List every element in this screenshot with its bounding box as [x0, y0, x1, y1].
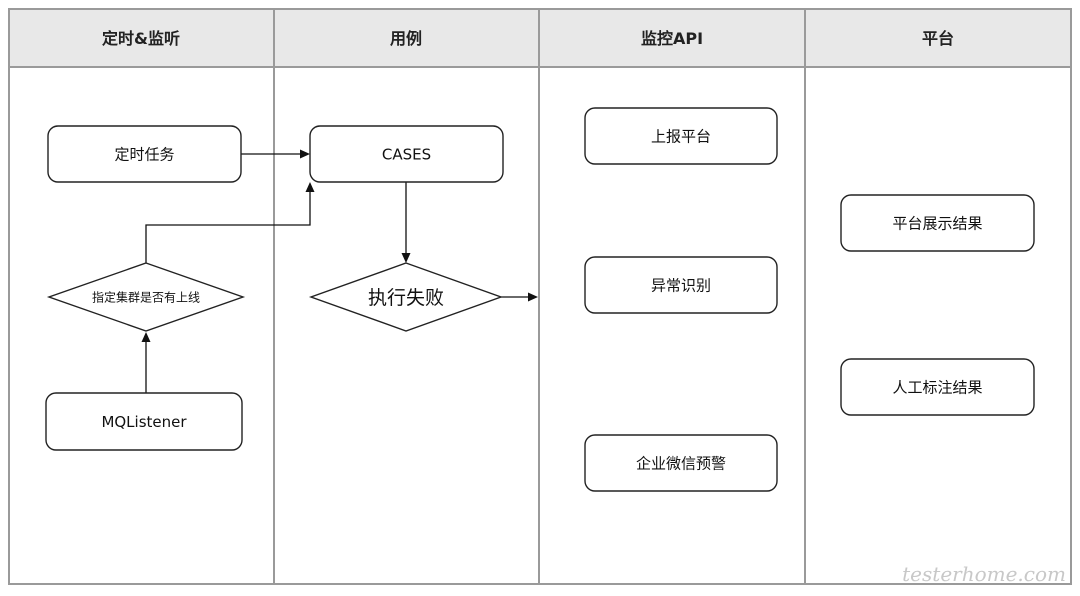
diagram-border — [8, 8, 1072, 585]
arrowhead-failed-to-monitor — [528, 292, 538, 302]
edges — [141, 149, 538, 393]
arrowhead-cases-to-failed — [401, 253, 411, 263]
report-platform-box — [584, 107, 778, 165]
arrowhead-cluster-to-cases — [305, 182, 315, 192]
platform-display-box — [840, 194, 1035, 252]
platform-display-label: 平台展示结果 — [892, 215, 982, 233]
cluster-check-label: 指定集群是否有上线 — [92, 290, 200, 305]
lane-title-cases: 用例 — [390, 29, 422, 48]
edge-cluster-to-cases — [145, 189, 311, 263]
cluster-check-diamond — [46, 262, 246, 332]
anomaly-detection-box — [584, 256, 778, 314]
cases-box — [309, 125, 504, 183]
report-platform-label: 上报平台 — [651, 128, 711, 146]
node-manual-annotation: 人工标注结果 — [840, 358, 1035, 416]
execution-failed-label: 执行失败 — [368, 287, 444, 309]
wecom-alert-label: 企业微信预警 — [636, 455, 726, 473]
cases-label: CASES — [382, 146, 431, 164]
arrowhead-task-to-cases — [300, 149, 310, 159]
wecom-alert-box — [584, 434, 778, 492]
node-cases: CASES — [309, 125, 504, 183]
anomaly-detection-label: 异常识别 — [651, 277, 711, 295]
manual-annotation-box — [840, 358, 1035, 416]
node-report-platform: 上报平台 — [584, 107, 778, 165]
scheduled-task-box — [47, 125, 242, 183]
node-platform-display: 平台展示结果 — [840, 194, 1035, 252]
node-scheduled-task: 定时任务 — [47, 125, 242, 183]
node-wecom-alert: 企业微信预警 — [584, 434, 778, 492]
execution-failed-diamond — [308, 262, 504, 332]
arrowhead-mq-to-cluster — [141, 332, 151, 342]
node-anomaly-detection: 异常识别 — [584, 256, 778, 314]
node-mq-listener: MQListener — [45, 392, 243, 451]
lane-headers: 定时&监听 用例 监控API 平台 — [8, 8, 1072, 584]
lane-title-monitor-api: 监控API — [641, 29, 703, 48]
scheduled-task-label: 定时任务 — [114, 146, 174, 164]
node-execution-failed: 执行失败 — [308, 262, 504, 332]
mq-listener-label: MQListener — [101, 413, 187, 431]
node-cluster-check: 指定集群是否有上线 — [46, 262, 246, 332]
mq-listener-box — [45, 392, 243, 451]
lane-title-platform: 平台 — [922, 29, 954, 48]
watermark: testerhome.com — [902, 562, 1066, 586]
lane-title-scheduling: 定时&监听 — [101, 29, 180, 48]
manual-annotation-label: 人工标注结果 — [892, 379, 982, 397]
